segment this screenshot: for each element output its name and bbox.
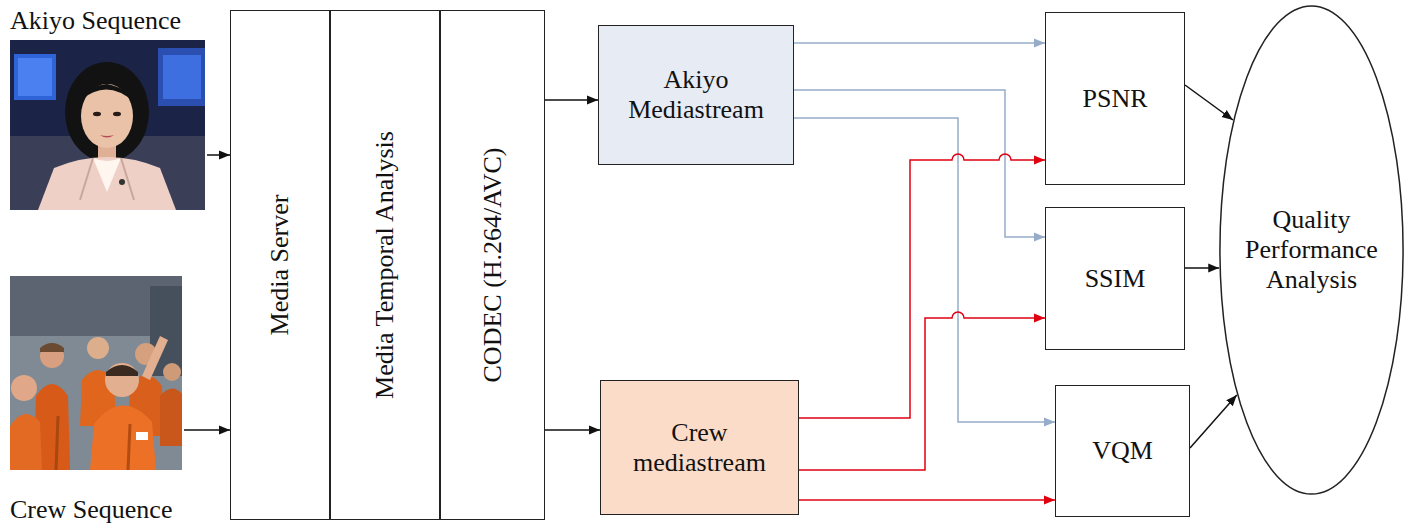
connector-arrow xyxy=(799,154,1045,418)
text-holder: PSNR xyxy=(1082,84,1147,114)
connector-arrow xyxy=(799,312,1045,470)
process-band: CODEC (H.264/AVC) xyxy=(440,10,545,520)
connector-arrow xyxy=(794,90,1045,237)
akiyo-photo xyxy=(10,40,205,210)
node-label: VQM xyxy=(1092,436,1153,466)
node-label: PSNR xyxy=(1082,84,1147,114)
sequence-label: Crew Sequence xyxy=(10,495,172,525)
text-holder: Akiyo Mediastream xyxy=(608,65,784,125)
metric-box: PSNR xyxy=(1045,12,1185,185)
node-label: CODEC (H.264/AVC) xyxy=(478,148,508,383)
sequence-source: Akiyo Sequence xyxy=(8,6,207,212)
text-holder: SSIM xyxy=(1085,264,1146,294)
connector-arrow xyxy=(1185,267,1219,269)
node-label: SSIM xyxy=(1085,264,1146,294)
text-holder: VQM xyxy=(1092,436,1153,466)
stream-box: Akiyo Mediastream xyxy=(598,25,794,165)
connector-arrow xyxy=(545,99,598,101)
connector-arrow xyxy=(207,154,230,156)
text-holder: Quality Performance Analysis xyxy=(1237,205,1387,295)
analysis-ellipse: Quality Performance Analysis xyxy=(1219,4,1404,496)
node-label: Media Server xyxy=(265,195,295,336)
connector-arrow xyxy=(1185,85,1233,120)
node-label: Akiyo Mediastream xyxy=(608,65,784,125)
node-label: Media Temporal Analysis xyxy=(370,131,400,399)
process-band: Media Server xyxy=(230,10,330,520)
sequence-source: Crew Sequence xyxy=(8,273,184,525)
node-label: Quality Performance Analysis xyxy=(1237,205,1387,295)
connector-arrow xyxy=(545,429,600,431)
connector-arrow xyxy=(799,499,1055,501)
sequence-label: Akiyo Sequence xyxy=(10,6,181,36)
connector-arrow xyxy=(1190,395,1237,448)
connector-arrow xyxy=(184,429,230,431)
node-label: Crew mediastream xyxy=(610,418,789,478)
metric-box: SSIM xyxy=(1045,207,1185,350)
metric-box: VQM xyxy=(1055,385,1190,517)
process-band: Media Temporal Analysis xyxy=(330,10,440,520)
text-holder: Crew mediastream xyxy=(610,418,789,478)
ellipse-shape xyxy=(1220,6,1403,494)
connector-arrow xyxy=(794,42,1045,44)
crew-photo xyxy=(10,276,182,470)
stream-box: Crew mediastream xyxy=(600,380,799,515)
